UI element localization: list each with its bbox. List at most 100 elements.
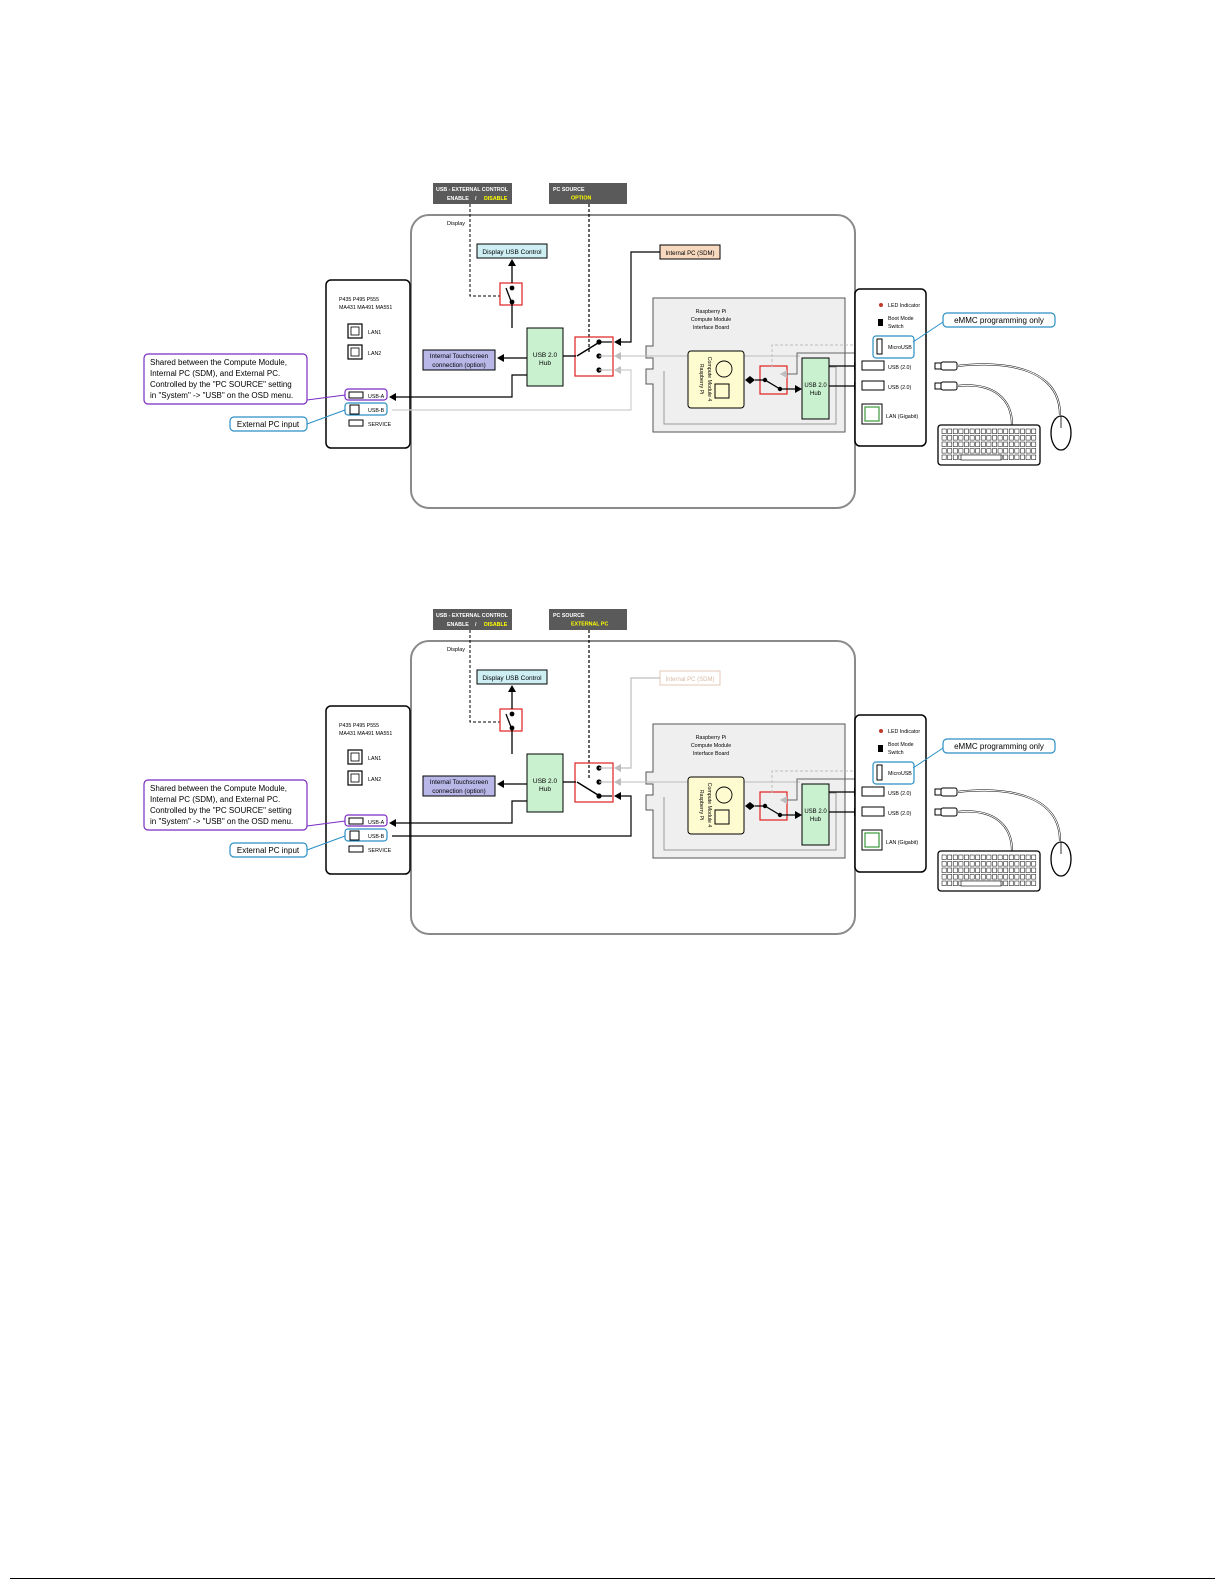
lan1-label: LAN1: [368, 330, 381, 336]
shared-callout-box: [143, 779, 308, 831]
keyboard-cable: [956, 384, 1013, 426]
lan2-port-icon: [347, 770, 363, 786]
usb-control-dashed-line: [469, 630, 500, 723]
rpi-usb-hub-label-1: USB 2.0: [804, 383, 827, 389]
model-list-line-2: MA431 MA491 MA551: [339, 305, 392, 311]
arrowhead: [614, 338, 621, 346]
display-label: Display: [447, 221, 465, 227]
usb-external-control-header: [433, 183, 512, 204]
cm4-usb-connector: [745, 802, 755, 810]
touchscreen-label-1: Internal Touchscreen: [430, 353, 489, 360]
arrowhead: [780, 370, 787, 378]
pc-source-header: [549, 609, 627, 630]
arrowhead: [795, 385, 802, 393]
emmc-callout-box: [942, 738, 1056, 754]
usb-plug-body-icon: [940, 361, 958, 371]
led-indicator-icon: [879, 729, 883, 733]
led-indicator-icon: [879, 303, 883, 307]
usbb-label: USB-B: [368, 408, 385, 414]
lan-gigabit-port-inner: [864, 832, 880, 848]
shared-callout-line: Controlled by the "PC SOURCE" setting: [150, 806, 292, 815]
rpi-usb-hub-box: [801, 783, 830, 846]
display-usb-control-label: Display USB Control: [482, 249, 542, 256]
raspberry-pi-logo-icon: [715, 786, 733, 804]
led-indicator-label: LED Indicator: [888, 729, 920, 735]
boot-mode-switch-icon: [878, 745, 883, 752]
rpi-board-label-3: Interface Board: [693, 325, 729, 331]
usbb-highlight: [344, 828, 388, 842]
cm4-chip-icon: [714, 809, 730, 825]
external-pc-line: [392, 369, 632, 411]
emmc-callout-label: eMMC programming only: [954, 316, 1044, 325]
usb-port-2-label: USB (2.0): [888, 385, 911, 391]
shared-callout-line: Shared between the Compute Module,: [150, 784, 287, 793]
arrowhead: [389, 393, 396, 401]
rpi-usb-hub-label-2: Hub: [810, 817, 822, 823]
shared-callout-line: in "System" -> "USB" on the OSD menu.: [150, 391, 293, 400]
arrowhead: [614, 764, 621, 772]
display-usb-switch-arm: [505, 713, 512, 728]
microusb-label: MicroUSB: [888, 345, 912, 351]
boot-mode-label-2: Switch: [888, 750, 904, 756]
pc-source-value: OPTION: [571, 196, 591, 202]
rpi-board-label-3: Interface Board: [693, 751, 729, 757]
lan-gigabit-port-icon: [861, 403, 883, 425]
display-label: Display: [447, 647, 465, 653]
pc-source-switch-arm: [576, 781, 599, 796]
mouse-cable-inner: [956, 363, 1061, 416]
usb-port-1-icon: [861, 786, 885, 797]
usb-external-control-title: USB - EXTERNAL CONTROL: [436, 187, 509, 193]
usba-label: USB-A: [368, 394, 385, 400]
main-usb-hub-box: [526, 753, 564, 813]
usba-highlight: [344, 814, 388, 827]
usba-highlight: [344, 388, 388, 401]
microusb-dashed-line: [771, 770, 873, 793]
internal-pc-line: [616, 677, 660, 769]
external-pc-callout-leader: [306, 835, 346, 851]
service-label: SERVICE: [368, 422, 392, 428]
usba-port-icon: [348, 391, 364, 399]
display-usb-switch-arm: [505, 287, 512, 302]
keyboard-spacebar: [960, 880, 1002, 887]
usb-external-control-title: USB - EXTERNAL CONTROL: [436, 613, 509, 619]
main-usb-hub-label-2: Hub: [539, 786, 551, 793]
usb-plug-body-icon: [940, 807, 958, 817]
rpi-usb-hub-label-2: Hub: [810, 391, 822, 397]
rpi-board-label-1: Raspberry Pi: [696, 309, 727, 315]
lan2-port-inner: [350, 347, 360, 357]
shared-callout-leader: [306, 394, 346, 401]
model-list-line-1: P435 P495 P555: [339, 297, 379, 303]
cm4-usb-connector: [745, 376, 755, 384]
usb-plug-tip-icon: [934, 382, 942, 390]
lan-gigabit-label: LAN (Gigabit): [886, 840, 918, 846]
hub-to-usba-line: [396, 800, 527, 824]
lan-gigabit-port-icon: [861, 829, 883, 851]
display-usb-control-box: [476, 243, 548, 259]
rpi-usb-hub-label-1: USB 2.0: [804, 809, 827, 815]
shared-callout-box: [143, 353, 308, 405]
usb-port-1-label: USB (2.0): [888, 365, 911, 371]
switch-contact-dot: [509, 285, 515, 291]
shared-callout-leader: [306, 820, 346, 827]
main-usb-hub-box: [526, 327, 564, 387]
internal-pc-line: [616, 251, 660, 343]
switch-contact-dot: [509, 711, 515, 717]
cm4-label-1: Raspberry Pi: [698, 364, 704, 395]
usb-plug-tip-icon: [934, 808, 942, 816]
model-list-line-2: MA431 MA491 MA551: [339, 731, 392, 737]
internal-pc-label: Internal PC (SDM): [665, 677, 714, 683]
display-usb-control-label: Display USB Control: [482, 675, 542, 682]
lan1-port-icon: [347, 323, 363, 339]
usb-port-1-icon: [861, 360, 885, 371]
hub-to-usba-line: [396, 374, 527, 398]
lan1-port-inner: [350, 326, 360, 336]
usbb-highlight: [344, 402, 388, 416]
boot-mode-switch-icon: [878, 319, 883, 326]
arrowhead: [497, 354, 504, 362]
usb-plug-tip-icon: [934, 788, 942, 796]
emmc-callout-label: eMMC programming only: [954, 742, 1044, 751]
rpi-usb-hub-box: [801, 357, 830, 420]
pc-source-value: EXTERNAL PC: [571, 622, 608, 628]
keyboard-cable-inner: [956, 810, 1013, 852]
